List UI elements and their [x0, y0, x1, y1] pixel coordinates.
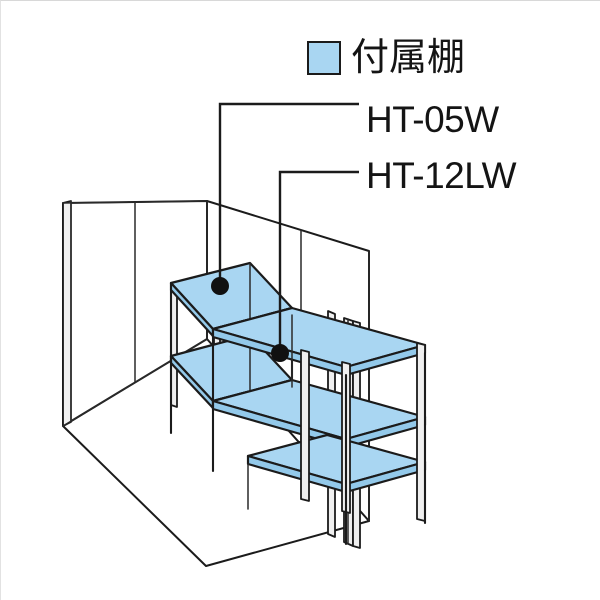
legend-label-shelf: 付属棚 [351, 37, 466, 79]
callout-label-ht05w: HT-05W [366, 99, 499, 140]
callout-dot-ht05w [211, 277, 229, 295]
legend: 付属棚 [307, 39, 465, 77]
legend-swatch-shelf [307, 41, 341, 75]
callout-leader-ht12lw [271, 170, 359, 362]
callout-leader-ht05w [211, 102, 359, 295]
callout-dot-ht12lw [271, 344, 289, 362]
callout-label-ht12lw: HT-12LW [366, 155, 517, 196]
shelf-unit-ht12lw [211, 306, 427, 546]
